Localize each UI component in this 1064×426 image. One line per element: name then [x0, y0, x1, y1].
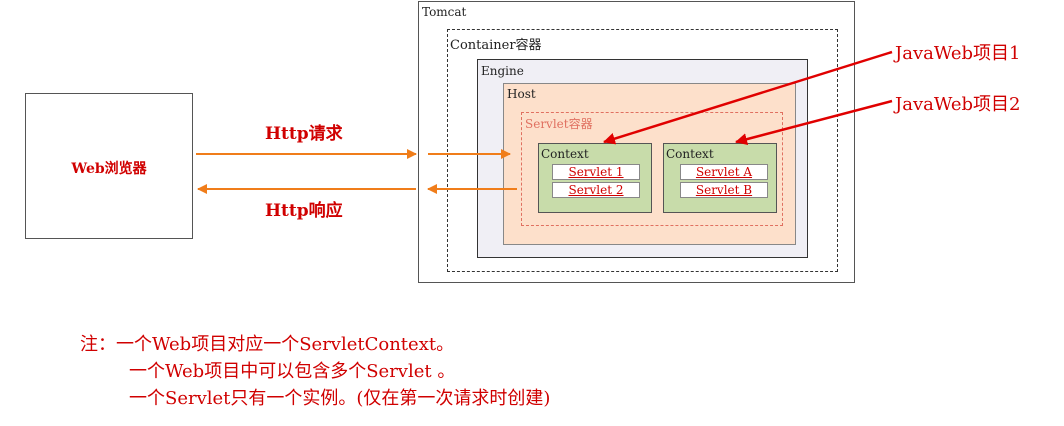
note-line: 一个Servlet只有一个实例。(仅在第一次请求时创建) — [80, 385, 550, 412]
context-label: Context — [541, 147, 589, 161]
project-1-arrow — [603, 50, 893, 145]
javaweb-project-2-label: JavaWeb项目2 — [895, 94, 1021, 115]
http-request-label: Http请求 — [265, 124, 343, 144]
context-box-2: Context Servlet A Servlet B — [663, 143, 777, 213]
note-text: 一个Servlet只有一个实例。(仅在第一次请求时创建) — [129, 388, 551, 409]
servlet-item: Servlet B — [680, 182, 768, 198]
note-line: 一个Web项目中可以包含多个Servlet 。 — [80, 358, 550, 385]
notes-prefix: 注： — [80, 334, 116, 355]
note-text: 一个Web项目中可以包含多个Servlet 。 — [129, 361, 456, 382]
project-2-arrow — [735, 99, 893, 146]
context-label: Context — [666, 147, 714, 161]
web-browser-box: Web浏览器 — [25, 93, 193, 239]
note-text: 一个Web项目对应一个ServletContext。 — [116, 334, 455, 355]
servlet-container-box: Servlet容器 — [521, 112, 783, 226]
servlet-item: Servlet 2 — [552, 182, 640, 198]
tomcat-label: Tomcat — [422, 5, 467, 19]
host-label: Host — [507, 87, 536, 101]
note-line: 注：一个Web项目对应一个ServletContext。 — [80, 331, 550, 358]
servlet-item: Servlet 1 — [552, 164, 640, 180]
notes-block: 注：一个Web项目对应一个ServletContext。 一个Web项目中可以包… — [80, 331, 550, 412]
servlet-item: Servlet A — [680, 164, 768, 180]
servlet-container-label: Servlet容器 — [525, 117, 593, 131]
context-box-1: Context Servlet 1 Servlet 2 — [538, 143, 652, 213]
container-label: Container容器 — [450, 38, 542, 53]
engine-label: Engine — [481, 64, 524, 78]
container-box: Container容器 — [447, 29, 838, 272]
http-response-label: Http响应 — [265, 201, 343, 221]
javaweb-project-1-label: JavaWeb项目1 — [895, 43, 1021, 64]
web-browser-label: Web浏览器 — [71, 161, 147, 177]
